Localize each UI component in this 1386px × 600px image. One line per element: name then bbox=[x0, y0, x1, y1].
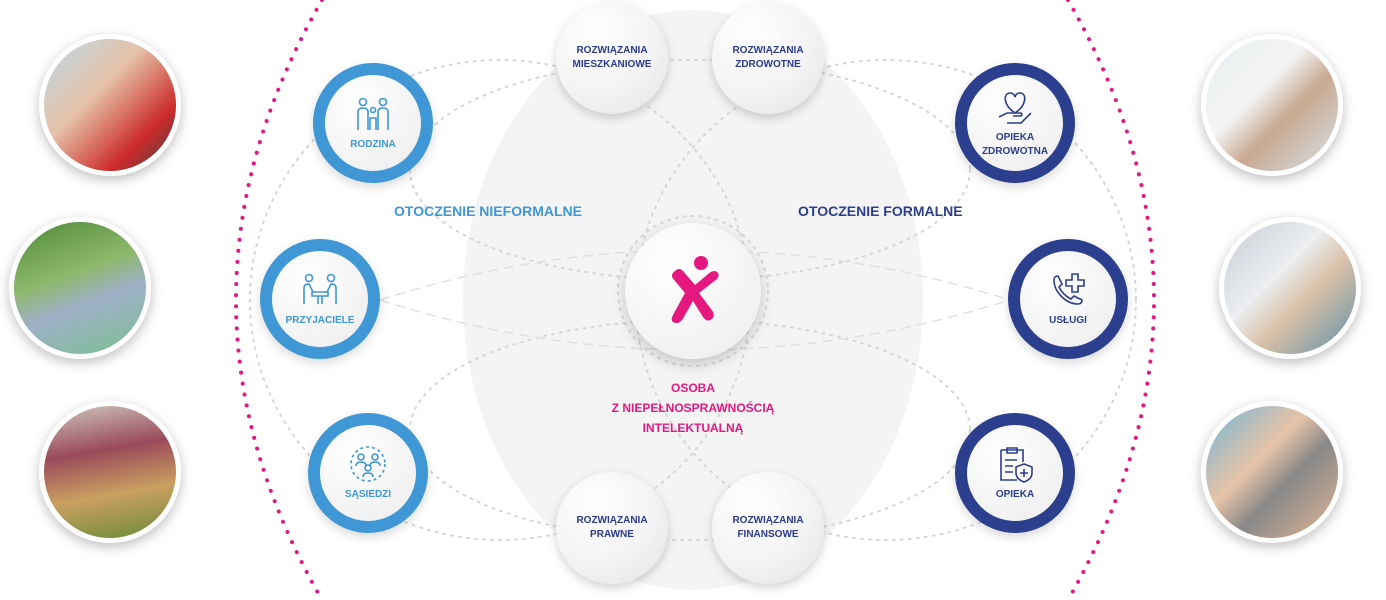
photo-services bbox=[1219, 217, 1361, 359]
photo-care bbox=[1201, 401, 1343, 543]
informal-friends: PRZYJACIELE bbox=[260, 239, 380, 359]
photo-family bbox=[39, 34, 181, 176]
person-logo-icon bbox=[671, 256, 719, 323]
friends-icon bbox=[303, 273, 337, 304]
clipboard-shield-icon bbox=[1000, 447, 1033, 483]
neighbors-icon bbox=[350, 446, 386, 482]
photo-healthcare bbox=[1201, 34, 1343, 176]
informal-environment-title: OTOCZENIE NIEFORMALNE bbox=[394, 203, 582, 219]
informal-family: RODZINA bbox=[313, 63, 433, 183]
informal-neighbors: SĄSIEDZI bbox=[308, 413, 428, 533]
photo-neighbors bbox=[39, 401, 181, 543]
center-person bbox=[625, 223, 761, 359]
formal-environment-title: OTOCZENIE FORMALNE bbox=[798, 203, 963, 219]
formal-services: USŁUGI bbox=[1008, 239, 1128, 359]
formal-care: OPIEKA bbox=[955, 413, 1075, 533]
phone-cross-icon bbox=[1053, 273, 1085, 305]
photo-friends bbox=[9, 217, 151, 359]
family-icon bbox=[357, 97, 389, 130]
heart-hand-icon bbox=[998, 92, 1032, 124]
